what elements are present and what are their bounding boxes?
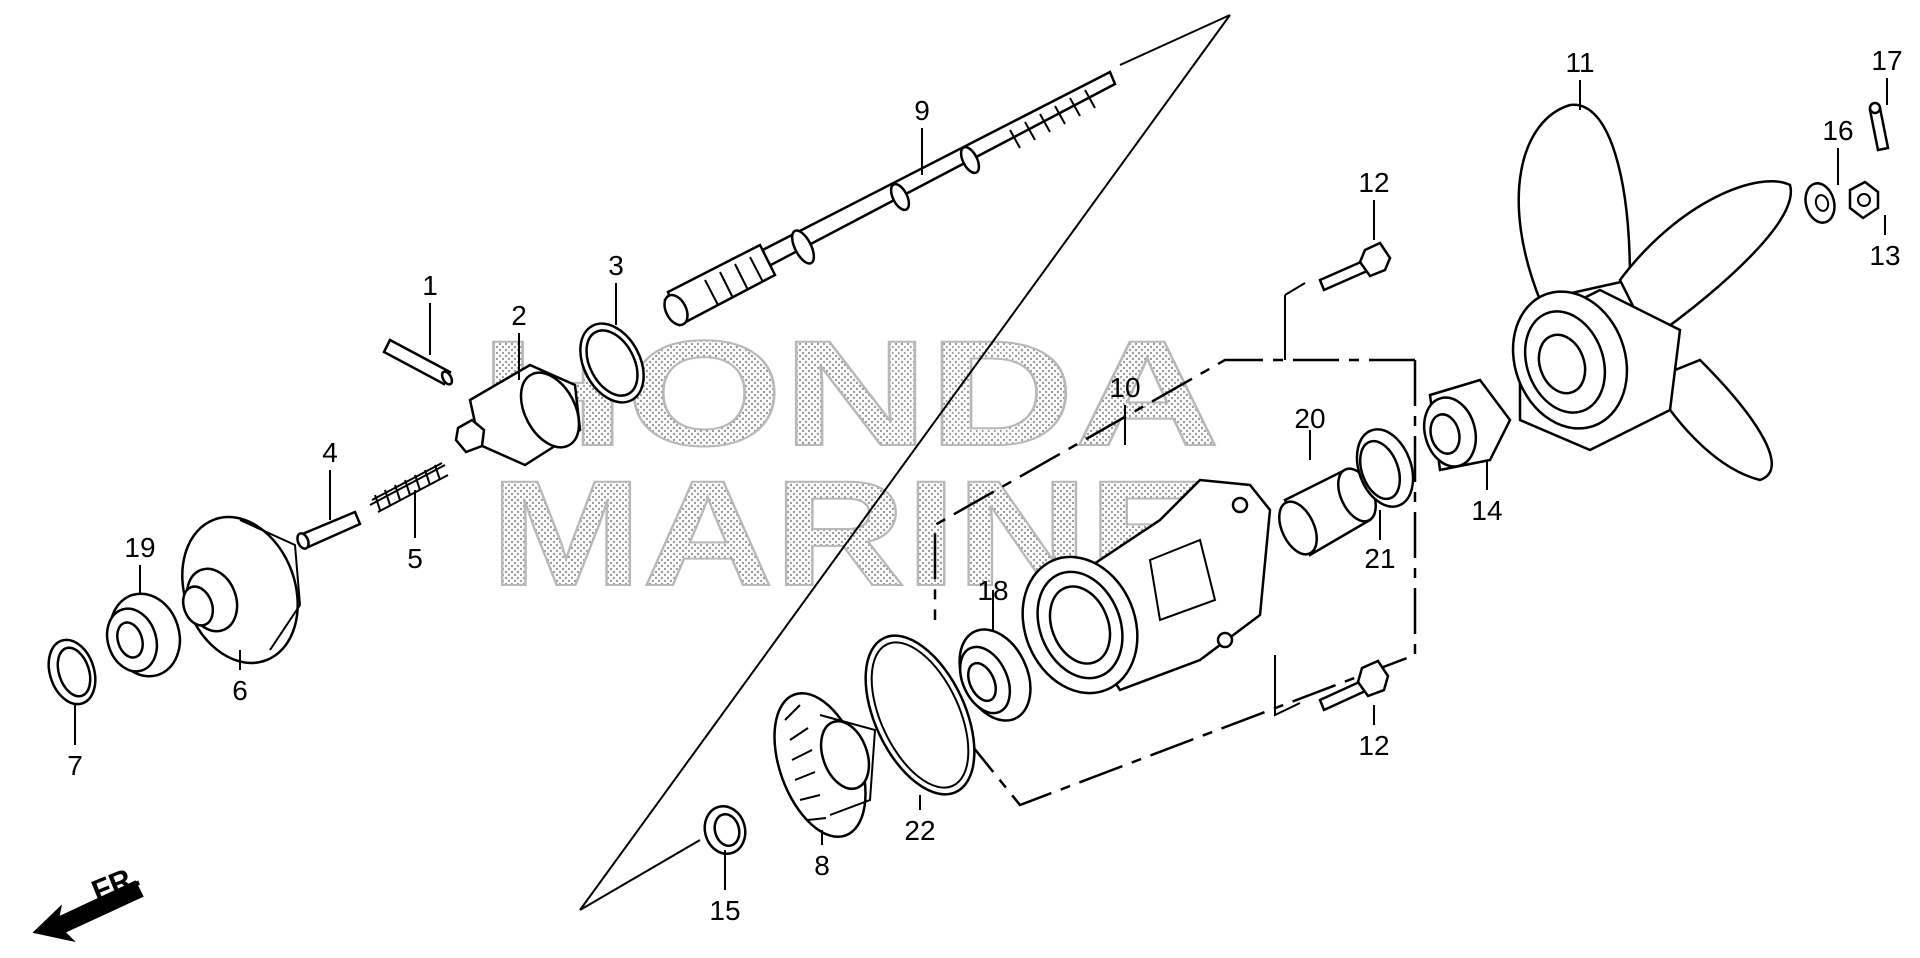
- cotter-pin-part: [1868, 101, 1890, 152]
- group-bracket-top: [933, 358, 1415, 620]
- washer-part-15: [703, 804, 747, 856]
- callout-10: 10: [1109, 372, 1140, 403]
- oil-seal-part: [1355, 428, 1415, 508]
- group-bracket-bottom: [934, 360, 1417, 807]
- callout-9: 9: [914, 95, 930, 126]
- o-ring-part: [864, 634, 976, 796]
- callout-5: 5: [407, 543, 423, 574]
- thrust-washer-part: [1422, 378, 1512, 472]
- callout-6: 6: [232, 675, 248, 706]
- shift-clutch-part: [454, 363, 582, 467]
- callout-22: 22: [904, 815, 935, 846]
- callout-17: 17: [1871, 45, 1902, 76]
- callout-20: 20: [1294, 403, 1325, 434]
- pin-part-small: [296, 510, 362, 550]
- bearing-holder-part: [1021, 478, 1272, 695]
- callout-3: 3: [608, 250, 624, 281]
- callout-13: 13: [1869, 240, 1900, 271]
- washer-part-7: [47, 638, 97, 706]
- callout-1: 1: [422, 270, 438, 301]
- front-direction-label: FR.: [87, 860, 144, 909]
- callout-8: 8: [814, 850, 830, 881]
- propeller-part: [1511, 103, 1793, 482]
- reverse-gear-part: [181, 515, 302, 665]
- callout-16: 16: [1822, 115, 1853, 146]
- callout-11: 11: [1565, 47, 1594, 78]
- castle-nut-part: [1848, 180, 1880, 220]
- watermark: HONDA MARINE: [479, 308, 1221, 618]
- callout-labels: 1 2 3 4 5 6 7 8 9 10 11 12 12 13 14 15 1…: [67, 45, 1902, 926]
- bearing-part-19: [105, 592, 182, 678]
- callout-4: 4: [322, 437, 338, 468]
- section-boundary-line: [579, 14, 1231, 911]
- snap-ring-part: [579, 322, 645, 404]
- callout-21: 21: [1364, 543, 1395, 574]
- section-boundary-lower: [579, 839, 701, 911]
- callout-14: 14: [1471, 495, 1502, 526]
- propeller-shaft-part: [663, 70, 1117, 327]
- pin-part: [382, 338, 454, 386]
- callout-12-bottom: 12: [1358, 730, 1389, 761]
- bolt-part-top: [1318, 241, 1392, 292]
- callout-19: 19: [124, 532, 155, 563]
- leader-lines: [74, 78, 1888, 890]
- front-direction-indicator: FR.: [32, 860, 144, 943]
- callout-2: 2: [511, 300, 527, 331]
- callout-18: 18: [977, 575, 1008, 606]
- callout-15: 15: [709, 895, 740, 926]
- bolt-leader-top: [1284, 282, 1306, 360]
- washer-part-16: [1804, 182, 1836, 224]
- bolt-leader-bottom: [1274, 655, 1301, 717]
- forward-gear-part: [773, 691, 877, 839]
- spring-part: [369, 462, 449, 513]
- bearing-part-18: [958, 628, 1032, 722]
- bolt-part-bottom: [1318, 659, 1390, 712]
- callout-7: 7: [67, 750, 83, 781]
- callout-12-top: 12: [1358, 167, 1389, 198]
